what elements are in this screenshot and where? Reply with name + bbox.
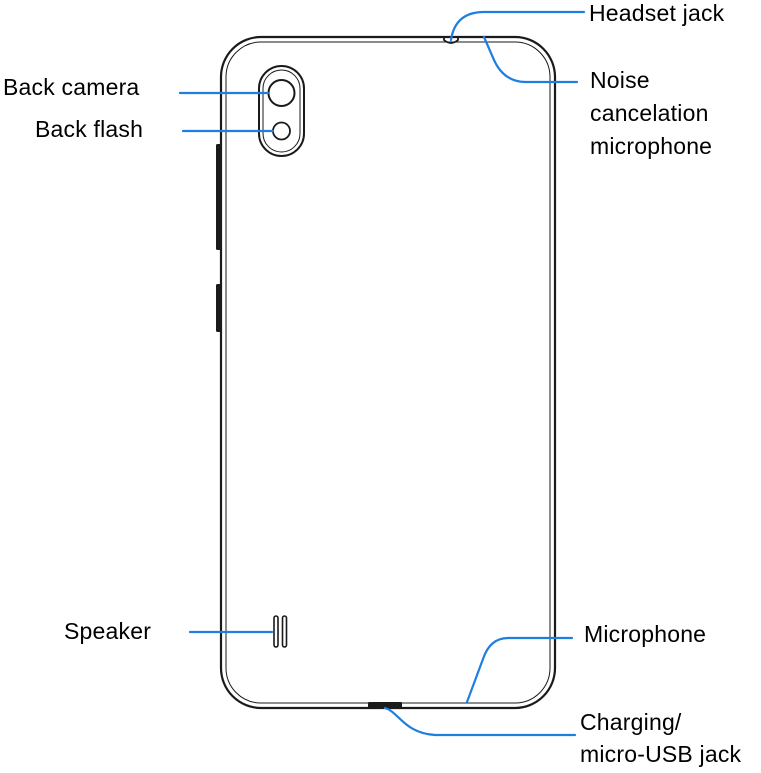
label-noise-microphone-line1: Noise	[590, 67, 650, 93]
label-back-flash: Back flash	[35, 116, 144, 142]
back-camera-lens	[267, 79, 296, 107]
volume-button	[216, 144, 221, 250]
label-charging-line1: Charging/	[580, 709, 682, 735]
phone-inner-edge	[225, 41, 551, 704]
label-noise-microphone-line3: microphone	[590, 133, 713, 159]
side-buttons	[216, 144, 221, 332]
label-headset-jack: Headset jack	[589, 0, 725, 26]
power-button	[216, 284, 221, 332]
camera-housing-outer	[258, 65, 305, 157]
phone-outer-edge	[219, 35, 557, 710]
usb-port	[368, 702, 402, 708]
camera-housing-inner	[262, 69, 301, 153]
speaker-slot	[281, 615, 288, 648]
camera-module	[258, 65, 305, 157]
leader-line-charging	[383, 706, 577, 737]
leader-line-noise-microphone	[482, 35, 579, 84]
label-charging-line2: micro-USB jack	[580, 741, 742, 767]
headset-jack-port	[443, 37, 459, 44]
label-noise-microphone-line2: cancelation	[590, 100, 709, 126]
leader-lines	[178, 10, 586, 737]
speaker-grille	[273, 615, 288, 648]
label-speaker: Speaker	[64, 618, 152, 644]
speaker-slot	[273, 615, 279, 648]
leader-line-microphone	[465, 636, 574, 704]
leader-line-headset-jack	[449, 10, 586, 42]
phone-body	[219, 35, 557, 710]
back-flash-light	[272, 121, 291, 141]
label-back-camera: Back camera	[3, 74, 140, 100]
label-microphone: Microphone	[584, 621, 707, 647]
